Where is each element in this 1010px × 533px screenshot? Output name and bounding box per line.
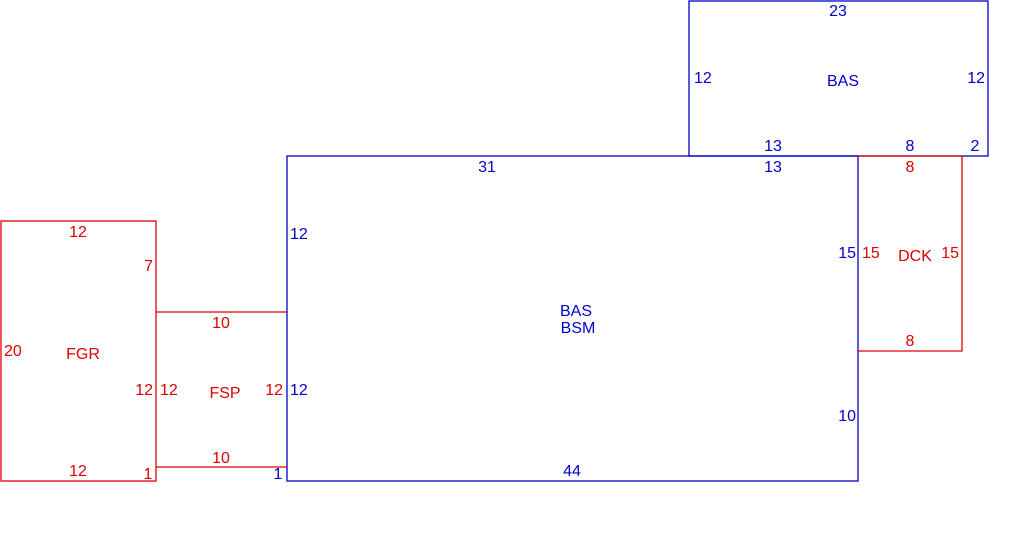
bas-upper-name: BAS [827, 73, 859, 90]
bas-upper-left-dimension: 12 [694, 70, 712, 87]
fgr-right-upper-dimension: 7 [144, 258, 153, 275]
main-bottom-left-dimension: 1 [274, 466, 283, 483]
fgr-outline [0, 220, 157, 482]
bas-upper-top-dimension: 23 [829, 3, 847, 20]
bas-upper-bottom-mid-dimension: 8 [906, 138, 915, 155]
fsp-area [156, 311, 287, 468]
dck-top-dimension: 8 [906, 159, 915, 176]
dck-right-dimension: 15 [941, 245, 959, 262]
main-area-name-line2: BSM [561, 320, 596, 337]
fgr-name: FGR [66, 346, 100, 363]
fgr-top-dimension: 12 [69, 224, 87, 241]
bas-upper-bottom-right-dimension: 2 [971, 138, 980, 155]
fsp-right-dimension: 12 [265, 382, 283, 399]
fsp-bottom-dimension: 10 [212, 450, 230, 467]
dck-area [858, 155, 963, 352]
main-area [286, 155, 859, 482]
main-top-left-dimension: 31 [478, 159, 496, 176]
fsp-left-dimension: 12 [160, 382, 178, 399]
dck-outline [858, 155, 963, 352]
main-right-lower-dimension: 10 [838, 408, 856, 425]
fgr-area [0, 220, 157, 482]
dck-name: DCK [898, 248, 932, 265]
main-right-upper-dimension: 15 [838, 245, 856, 262]
fgr-bottom-right-dimension: 1 [144, 466, 153, 483]
main-left-lower-dimension: 12 [290, 382, 308, 399]
main-bottom-dimension: 44 [563, 463, 581, 480]
fsp-name: FSP [209, 385, 240, 402]
main-area-name-line1: BAS [560, 303, 592, 320]
main-left-upper-dimension: 12 [290, 226, 308, 243]
main-area-outline [286, 155, 859, 482]
fsp-top-dimension: 10 [212, 315, 230, 332]
bas-upper-right-dimension: 12 [967, 70, 985, 87]
fgr-left-dimension: 20 [4, 343, 22, 360]
fgr-bottom-dimension: 12 [69, 463, 87, 480]
bas-upper-bottom-left-dimension: 13 [764, 138, 782, 155]
main-top-right-dimension: 13 [764, 159, 782, 176]
fgr-right-lower-dimension: 12 [135, 382, 153, 399]
dck-bottom-dimension: 8 [906, 333, 915, 350]
dck-left-dimension: 15 [862, 245, 880, 262]
